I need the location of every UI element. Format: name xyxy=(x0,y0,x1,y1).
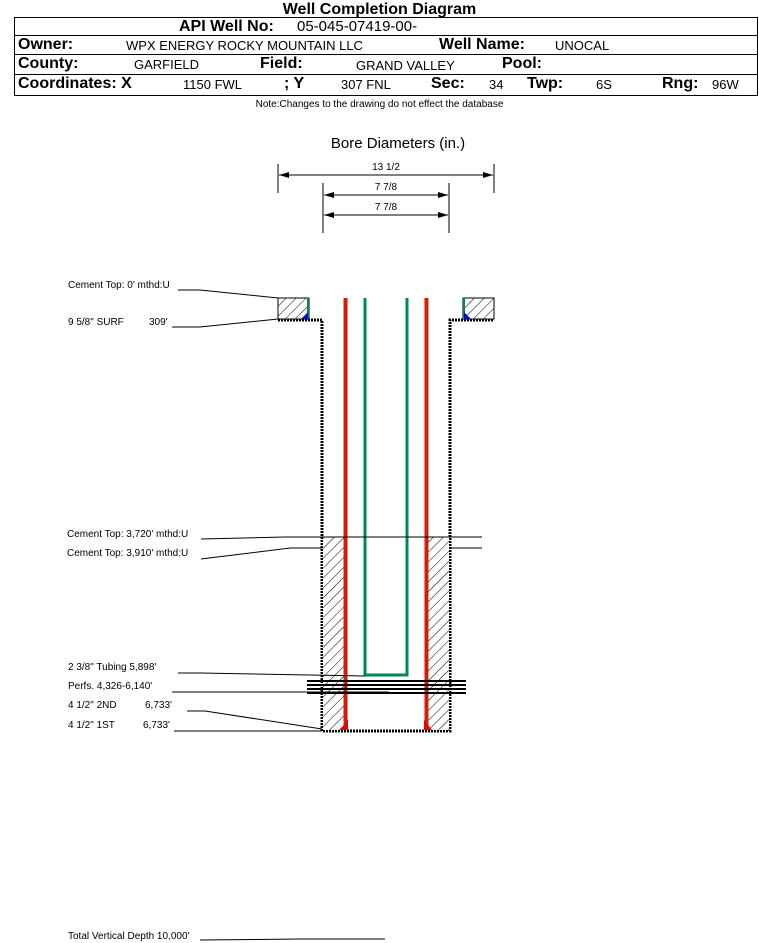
twp-label: Twp: xyxy=(527,75,564,92)
perforations xyxy=(307,680,466,694)
casing-1st-depth: 6,733' xyxy=(143,720,170,731)
casing-shoe-left xyxy=(340,720,348,730)
well-header-table: API Well No: 05-045-07419-00- Owner: WPX… xyxy=(14,17,758,96)
cement-top-1-label: Cement Top: 3,720' mthd:U xyxy=(67,529,188,540)
bore-diameter-label: 13 1/2 xyxy=(372,162,400,173)
header-divider xyxy=(15,35,757,36)
production-cement-left xyxy=(323,537,345,730)
coord-x-label: Coordinates: X xyxy=(18,75,132,92)
perfs-label: Perfs. 4,326-6,140' xyxy=(68,681,152,692)
coord-x-value: 1150 FWL xyxy=(183,77,243,92)
bore-diameter-label: 7 7/8 xyxy=(375,182,398,193)
well-name-label: Well Name: xyxy=(439,36,525,53)
rng-value: 96W xyxy=(712,77,739,92)
field-value: GRAND VALLEY xyxy=(356,58,455,73)
surface-shoe-right xyxy=(464,312,471,319)
borehole-wall xyxy=(278,318,494,733)
bore-title: Bore Diameters (in.) xyxy=(331,135,465,152)
header-divider xyxy=(15,74,757,75)
rng-label: Rng: xyxy=(662,75,699,92)
leader-lines xyxy=(172,289,482,941)
production-cement-right xyxy=(427,537,449,730)
twp-value: 6S xyxy=(596,77,612,92)
surface-shoe-left xyxy=(301,312,308,319)
tubing xyxy=(363,298,409,677)
database-note: Note:Changes to the drawing do not effec… xyxy=(255,99,504,110)
owner-value: WPX ENERGY ROCKY MOUNTAIN LLC xyxy=(126,38,363,53)
cement-top-2-label: Cement Top: 3,910' mthd:U xyxy=(67,548,188,559)
county-label: County: xyxy=(18,55,79,72)
sec-value: 34 xyxy=(489,77,504,92)
surface-casing-label: 9 5/8" SURF xyxy=(68,317,124,328)
header-divider xyxy=(15,54,757,55)
well-name-value: UNOCAL xyxy=(555,38,610,53)
pool-label: Pool: xyxy=(502,55,542,72)
api-label: API Well No: xyxy=(179,18,274,35)
coord-y-value: 307 FNL xyxy=(341,77,391,92)
surface-casing-depth: 309' xyxy=(149,317,168,328)
sec-label: Sec: xyxy=(431,75,465,92)
api-value: 05-045-07419-00- xyxy=(297,18,418,35)
casing-2nd-label: 4 1/2" 2ND xyxy=(68,700,117,711)
bore-diameter-label: 7 7/8 xyxy=(375,202,398,213)
casing-1st-label: 4 1/2" 1ST xyxy=(68,720,115,731)
county-value: GARFIELD xyxy=(134,57,200,72)
coord-y-label: ; Y xyxy=(284,75,305,92)
field-label: Field: xyxy=(260,55,303,72)
casing-2nd-depth: 6,733' xyxy=(145,700,172,711)
tvd-label: Total Vertical Depth 10,000' xyxy=(68,931,190,942)
casing-shoe-right xyxy=(424,720,432,730)
tubing-label: 2 3/8" Tubing 5,898' xyxy=(68,662,156,673)
page-title: Well Completion Diagram xyxy=(282,1,477,18)
owner-label: Owner: xyxy=(18,36,74,53)
cement-top-surface-label: Cement Top: 0' mthd:U xyxy=(68,280,170,291)
